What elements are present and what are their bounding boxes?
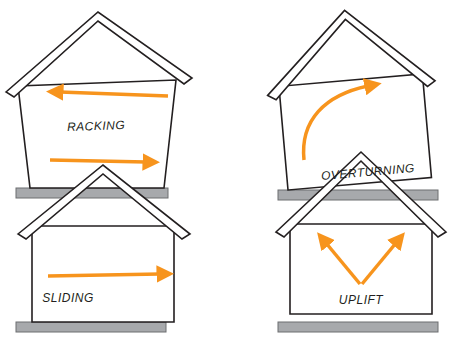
force-label: SLIDING	[42, 291, 94, 305]
foundation	[278, 322, 438, 332]
uplift-arrow-left	[326, 243, 360, 284]
uplift-arrow-right	[362, 243, 396, 284]
wall-outline	[279, 74, 432, 190]
racking-arrow-left	[60, 92, 168, 96]
force-label: UPLIFT	[339, 293, 383, 307]
roof	[276, 152, 446, 237]
wall-outline	[32, 226, 174, 322]
force-label: RACKING	[67, 118, 126, 134]
roof	[6, 12, 192, 97]
wall-outline	[290, 224, 432, 314]
sliding-house	[16, 165, 190, 332]
foundation	[16, 322, 166, 332]
uplift-house	[276, 152, 446, 332]
foundation	[278, 190, 438, 200]
foundation	[16, 188, 168, 198]
overturning-arrow	[304, 86, 368, 160]
roof	[18, 165, 190, 239]
roof	[261, 3, 436, 100]
overturning-house	[261, 3, 444, 200]
sliding-arrow	[48, 274, 160, 276]
racking-arrow-right	[50, 160, 146, 162]
